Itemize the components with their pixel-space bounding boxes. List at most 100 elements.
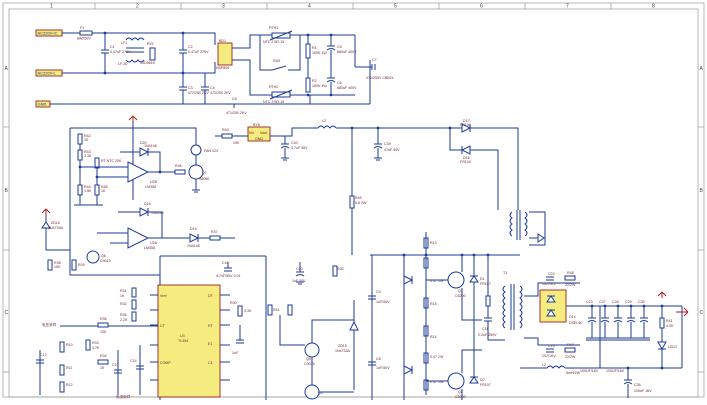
ac-input-section: AC220V-IC AC220V-L GND F1 8A/250V C1 0.4… bbox=[35, 26, 394, 115]
r10-label: R10 bbox=[66, 343, 73, 347]
diode-d1 bbox=[469, 275, 479, 283]
diode-d6 bbox=[403, 365, 414, 375]
c1-value: 0.47uF 275V bbox=[110, 50, 131, 54]
junction-dots bbox=[78, 31, 664, 370]
inner-border bbox=[8, 8, 699, 398]
r1-value: 100K 1W bbox=[312, 51, 327, 55]
resistor-r12 bbox=[59, 381, 65, 393]
c6-label: C6 bbox=[337, 81, 342, 85]
u3-ref: U3 bbox=[180, 334, 185, 338]
c28-label: C28 bbox=[612, 300, 619, 304]
r35-value: 10K bbox=[100, 330, 107, 334]
d17-label: D17 bbox=[463, 119, 470, 123]
r40-value: 10K bbox=[233, 141, 240, 145]
zd-label: ZD15 bbox=[338, 344, 347, 348]
d2-label: D2 bbox=[480, 378, 485, 382]
regulator-gnd: GND bbox=[255, 137, 263, 141]
fan-motor bbox=[190, 144, 202, 156]
c39-label: C39 bbox=[384, 142, 391, 146]
opamp-u2b bbox=[127, 161, 150, 183]
transformer-t1: T1 bbox=[502, 271, 523, 330]
c7-value: 471/250V CBB21 bbox=[366, 76, 394, 80]
c4-label: C4 bbox=[210, 86, 215, 90]
d18-label: D18 bbox=[144, 202, 151, 206]
u2a-value: LM358 bbox=[144, 246, 155, 250]
r45-label: R45 bbox=[101, 185, 108, 189]
voltage-sample-net: 电压采样 bbox=[42, 322, 57, 327]
c13-label: C13 bbox=[112, 363, 119, 367]
r42-label: R42 bbox=[84, 134, 91, 138]
rv1-value: 10D561K bbox=[140, 61, 156, 65]
c24-value: 102/1KV bbox=[542, 282, 556, 286]
row-label-c: C bbox=[5, 310, 9, 316]
regulator-vout: Vout bbox=[260, 131, 267, 135]
u3-pin-vref: Vref bbox=[160, 294, 166, 298]
transistor-q1 bbox=[447, 271, 465, 289]
resistor-r30b bbox=[332, 265, 338, 277]
diode-d15 bbox=[537, 233, 545, 243]
r13-label: R13 bbox=[430, 241, 437, 245]
r46-label: R46 bbox=[175, 164, 182, 168]
r36-value: 2.2K bbox=[120, 318, 128, 322]
zener-zd bbox=[349, 320, 359, 331]
rth2-value: NTC 2.5D-15 bbox=[263, 100, 284, 104]
row-label-c-right: C bbox=[700, 310, 704, 316]
c40-value: 4.7uF 50V bbox=[291, 146, 308, 150]
r33-value: 4.7K bbox=[92, 346, 100, 350]
l2b-value: 5mH/2W bbox=[566, 371, 581, 375]
transistor-q5 bbox=[304, 342, 320, 358]
bridge-value: KBP806 bbox=[216, 66, 229, 70]
c9-value: 1uF/50V bbox=[376, 300, 390, 304]
u3-pin-rt: RT bbox=[208, 324, 214, 328]
d18-value: 1N4148 bbox=[151, 211, 164, 215]
ic-u3 bbox=[157, 284, 221, 398]
r2-value: 100K 1W bbox=[312, 84, 327, 88]
diode-d18 bbox=[139, 207, 150, 217]
col-label-7: 7 bbox=[566, 4, 569, 10]
diode-d5 bbox=[403, 275, 414, 285]
u3-pin-e1: E1 bbox=[208, 342, 212, 346]
r44-label: R44 bbox=[84, 185, 91, 189]
transistor-q4 bbox=[304, 384, 320, 400]
c2-value: 0.47uF 275V bbox=[188, 50, 209, 54]
q6-value: C9015 bbox=[100, 259, 111, 263]
c27-label: C27 bbox=[599, 300, 606, 304]
inductor-l2 bbox=[317, 125, 337, 129]
c20-value: 1uF 50V bbox=[292, 279, 306, 283]
resistor-r38 bbox=[47, 259, 53, 271]
c25-value: 102/1KV bbox=[542, 354, 556, 358]
c30-label: C30 bbox=[638, 300, 645, 304]
resistor-r2 bbox=[305, 77, 311, 93]
lf1-label: LF1 bbox=[121, 41, 127, 45]
c2-label: C2 bbox=[188, 45, 193, 49]
r44-value: 1.5K bbox=[84, 189, 92, 193]
u3-pin-comp: COMP bbox=[160, 361, 171, 365]
u3-pin-dt: DT bbox=[208, 294, 214, 298]
c36-label: C36 bbox=[634, 383, 641, 387]
c9-label: C9 bbox=[376, 290, 381, 294]
d19-value: 1N4148 bbox=[187, 244, 200, 248]
resistor-r41 bbox=[659, 317, 665, 329]
c7-label: C7 bbox=[372, 58, 377, 62]
u3-part: TL494 bbox=[178, 339, 188, 343]
resistor-r42 bbox=[77, 133, 83, 145]
r49-value: 5.6 2W bbox=[355, 201, 367, 205]
u3-pin-ct: CT bbox=[160, 324, 166, 328]
q7-label: Q7 bbox=[202, 171, 207, 175]
l2b-label: L2 bbox=[542, 363, 546, 367]
resistor-r43 bbox=[77, 149, 83, 161]
resistor-r11 bbox=[59, 364, 65, 376]
d20-label: D20 bbox=[140, 141, 147, 145]
r1-label: R1 bbox=[312, 46, 317, 50]
resistor-r33 bbox=[85, 339, 91, 351]
r30b-label: R30 bbox=[337, 267, 344, 271]
row-label-a-right: A bbox=[700, 66, 704, 72]
resistor-r48 bbox=[564, 275, 576, 281]
c4-value: 472/250 2KV bbox=[210, 91, 231, 95]
c8-label: C8 bbox=[232, 97, 237, 101]
d20-value: 1N4148 bbox=[144, 144, 157, 148]
output-cap-bank: C23 C27 C28 C29 C30 100UF/16V 100UF/16V bbox=[580, 300, 682, 373]
r12-label: R12 bbox=[66, 383, 73, 387]
q5-value: C9015 bbox=[304, 362, 315, 366]
c12-label: C12 bbox=[40, 353, 47, 357]
